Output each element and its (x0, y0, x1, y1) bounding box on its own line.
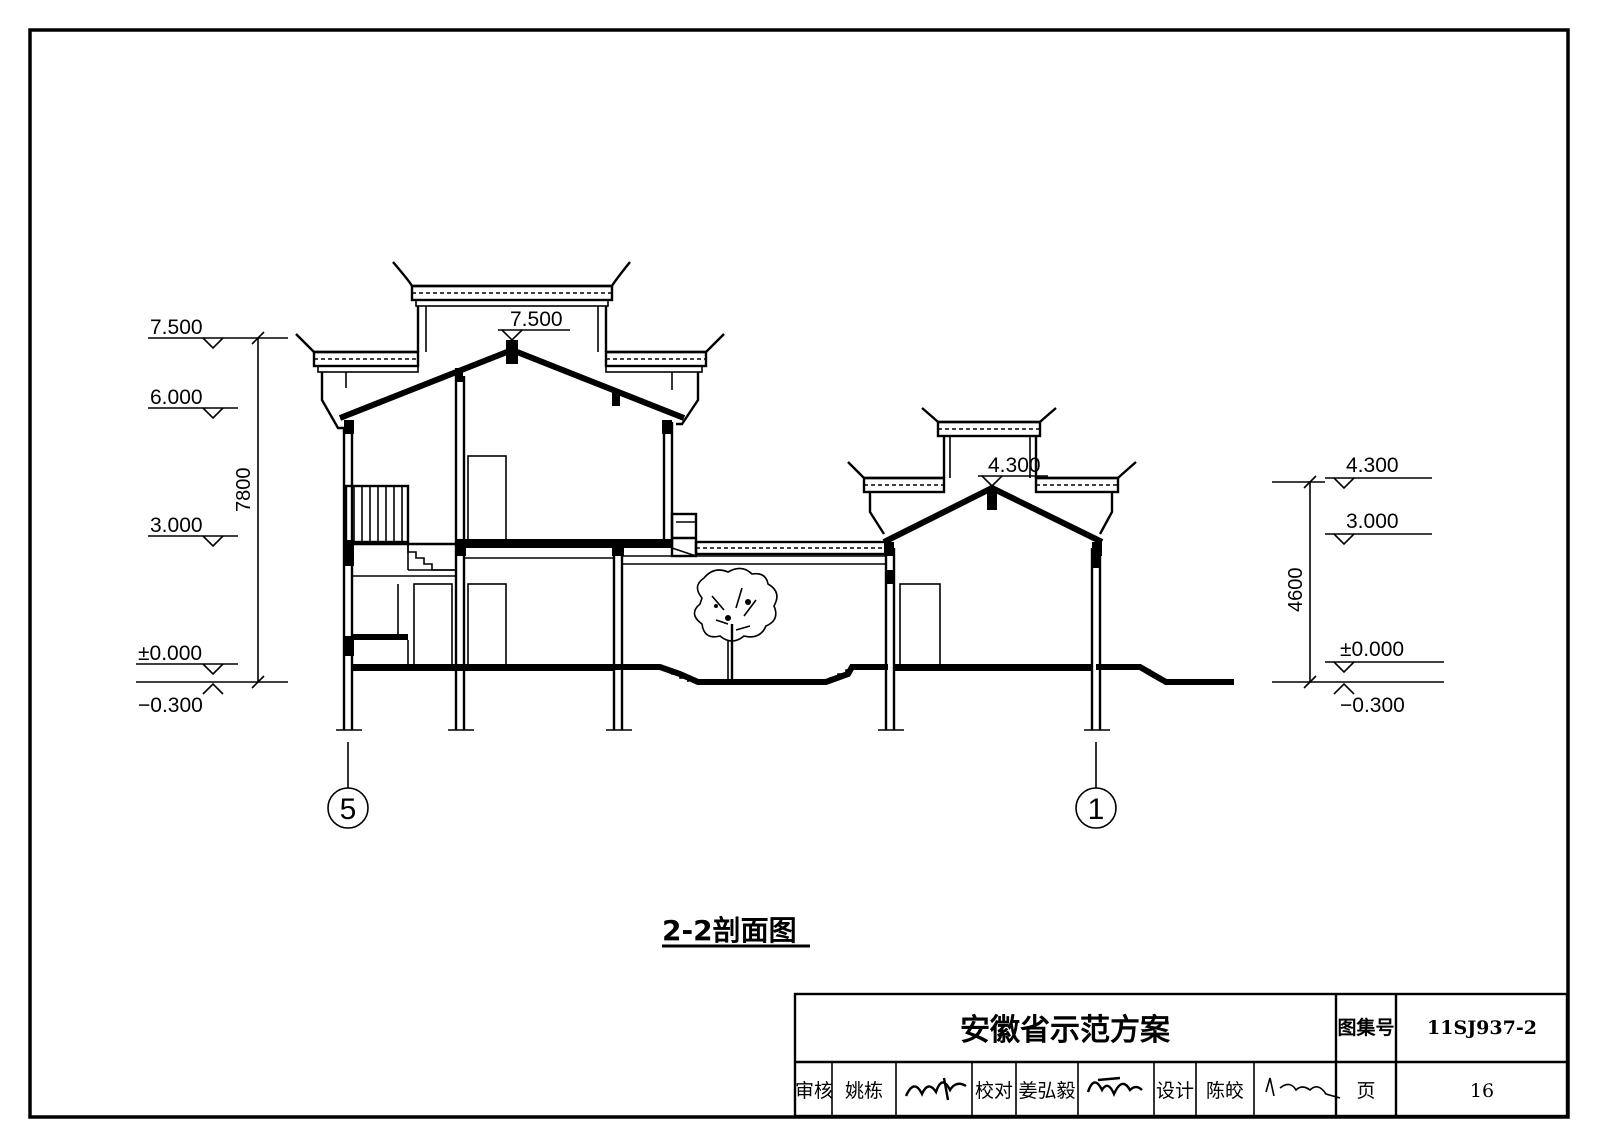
dimension-label-right: 4600 (1285, 568, 1307, 613)
level-label: 3.000 (150, 514, 203, 537)
axis-marker-5: 5 (327, 742, 369, 829)
ridge-label: 4.300 (988, 454, 1041, 477)
level-mark-7500-left: 7.500 (148, 316, 238, 350)
level-label: 7.500 (150, 316, 203, 339)
check-name: 姜弘毅 (1018, 1080, 1075, 1102)
axis-label: 1 (1088, 793, 1105, 826)
main-building-section: 7.500 (295, 261, 725, 730)
level-mark-0000-left: ±0.000 (136, 642, 238, 676)
doors-main (413, 455, 614, 669)
dimension-line-right: 4600 (1272, 475, 1325, 689)
atlas-label: 图集号 (1337, 1016, 1394, 1039)
upper-gable-wall (392, 261, 631, 352)
level-mark-3000-left: 3.000 (148, 514, 238, 548)
side-upper-gable (921, 407, 1057, 478)
design-signature (1265, 1077, 1341, 1099)
side-walls (884, 548, 1102, 730)
ground-door-left (413, 583, 453, 669)
review-name: 姚栋 (845, 1080, 883, 1102)
left-level-marks: 7.500 6.000 3.000 ±0.000 −0.300 (136, 316, 288, 717)
level-mark-6000-left: 6.000 (148, 386, 238, 420)
side-door (899, 583, 941, 669)
ridge-level-mark-side: 4.300 (978, 454, 1048, 488)
first-floor-slab (352, 512, 698, 558)
check-signature (1086, 1076, 1143, 1097)
drawing-title-text: 2-2剖面图 (662, 914, 797, 947)
level-label: 3.000 (1346, 510, 1399, 533)
page-number: 16 (1470, 1080, 1494, 1102)
right-level-marks: 4600 4.300 3.000 ±0.000 −0.300 (1272, 454, 1444, 717)
level-label: −0.300 (138, 694, 203, 717)
level-label: −0.300 (1340, 694, 1405, 717)
balcony-railing (344, 484, 410, 544)
ground-line (614, 664, 1234, 685)
left-gable-step (295, 333, 420, 430)
main-roof (338, 340, 686, 434)
level-mark-0000-right: ±0.000 (1325, 638, 1444, 674)
sheet-border (28, 28, 1570, 1119)
project-name: 安徽省示范方案 (960, 1013, 1171, 1048)
courtyard-wall (622, 540, 888, 565)
design-name: 陈皎 (1206, 1080, 1244, 1102)
level-mark-4300-right: 4.300 (1325, 454, 1432, 490)
level-mark-0300-left: −0.300 (136, 681, 238, 717)
right-gable-step (604, 333, 725, 426)
tree-icon (693, 567, 778, 680)
ridge-level-mark-main: 7.500 (498, 308, 570, 342)
check-label: 校对 (975, 1080, 1013, 1102)
stair (352, 540, 456, 668)
drawing-title: 2-2剖面图 (662, 914, 810, 948)
dimension-line-left: 7800 (233, 331, 288, 689)
side-building-section: 4.300 (847, 407, 1137, 730)
ground-door-right (467, 583, 507, 669)
side-roof (882, 484, 1104, 556)
review-signature (904, 1077, 967, 1101)
level-mark-0300-right: −0.300 (1325, 681, 1444, 717)
axis-label: 5 (340, 793, 357, 826)
axis-marker-1: 1 (1075, 742, 1117, 829)
review-label: 审核 (795, 1080, 833, 1102)
side-left-step (847, 461, 946, 535)
side-right-step (1034, 461, 1137, 535)
level-mark-3000-right: 3.000 (1325, 510, 1432, 546)
title-block: 安徽省示范方案 图集号 11SJ937-2 审核 姚栋 校对 姜弘毅 设计 陈皎… (793, 992, 1569, 1118)
ground-slab-main (352, 664, 614, 671)
main-walls (342, 376, 674, 730)
level-label: ±0.000 (1340, 638, 1404, 661)
page-label: 页 (1356, 1080, 1375, 1102)
upper-door (467, 455, 507, 543)
level-label: ±0.000 (138, 642, 202, 665)
level-label: 6.000 (150, 386, 203, 409)
dimension-label-left: 7800 (233, 468, 255, 513)
atlas-number: 11SJ937-2 (1427, 1017, 1537, 1039)
level-label: 4.300 (1346, 454, 1399, 477)
design-label: 设计 (1156, 1080, 1194, 1102)
ridge-label: 7.500 (510, 308, 563, 331)
